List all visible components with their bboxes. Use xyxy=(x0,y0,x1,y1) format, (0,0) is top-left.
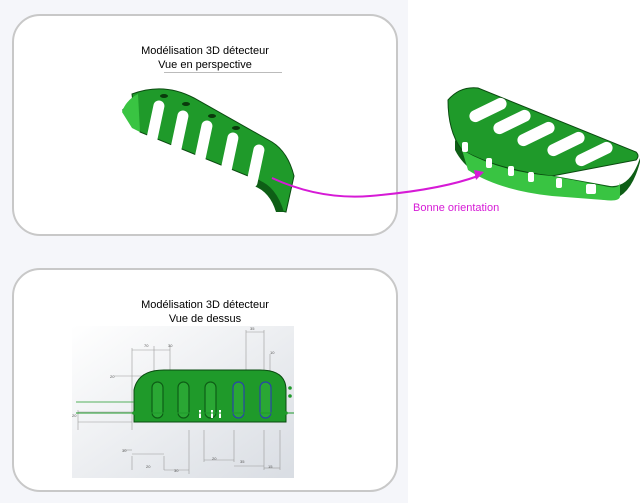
perspective-title: Modélisation 3D détecteur xyxy=(141,45,269,57)
perspective-view-panel: Modélisation 3D détecteur Vue en perspec… xyxy=(12,14,398,236)
slot-4 xyxy=(220,132,239,176)
top-view-caption: Modélisation 3D détecteur Vue de dessus xyxy=(14,298,396,326)
svg-text:30: 30 xyxy=(174,468,179,473)
slot-5 xyxy=(246,144,265,188)
good-orientation-label: Bonne orientation xyxy=(413,202,500,214)
perspective-caption: Modélisation 3D détecteur Vue en perspec… xyxy=(14,44,396,72)
svg-text:20: 20 xyxy=(110,374,115,379)
slot-1 xyxy=(146,100,165,144)
svg-text:20: 20 xyxy=(72,413,77,418)
slot-4 xyxy=(232,381,245,419)
svg-text:30: 30 xyxy=(168,343,173,348)
top-view-subtitle: Vue de dessus xyxy=(168,313,242,325)
svg-text:30: 30 xyxy=(122,448,127,453)
perspective-subtitle: Vue en perspective xyxy=(158,59,252,71)
perspective-part-drawing xyxy=(122,88,295,213)
top-view-panel: Modélisation 3D détecteur Vue de dessus xyxy=(12,268,398,492)
svg-text:20: 20 xyxy=(146,464,151,469)
svg-text:15: 15 xyxy=(268,464,273,469)
slot-3 xyxy=(204,381,217,419)
slot-2 xyxy=(170,110,189,154)
slot-3 xyxy=(194,120,213,164)
svg-text:10: 10 xyxy=(270,350,275,355)
top-view-title: Modélisation 3D détecteur xyxy=(141,299,269,311)
caption-underline xyxy=(164,72,282,73)
svg-text:70: 70 xyxy=(144,343,149,348)
slot-1 xyxy=(151,381,164,419)
slot-2 xyxy=(177,381,190,419)
slot-5 xyxy=(259,381,272,419)
svg-text:35: 35 xyxy=(250,326,255,331)
top-view-drawing: 70 30 20 35 10 20 30 20 30 20 35 15 xyxy=(72,326,294,478)
svg-text:20: 20 xyxy=(212,456,217,461)
svg-text:35: 35 xyxy=(240,459,245,464)
